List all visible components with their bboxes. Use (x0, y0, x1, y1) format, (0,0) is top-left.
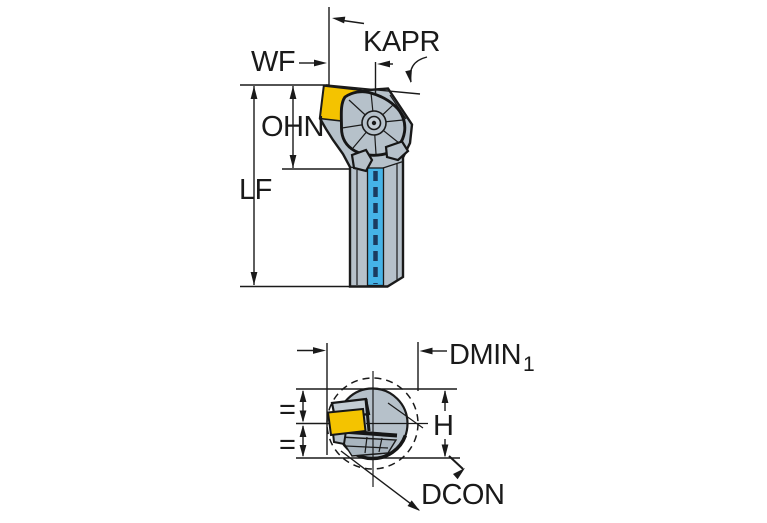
kapr-flag-arrow (377, 60, 390, 68)
label-equals-upper: = (279, 394, 295, 426)
seat-edge-thick (364, 398, 371, 432)
side-view-dimension-lines (240, 7, 351, 288)
label-dmin-subscript: 1 (523, 353, 535, 376)
h-arrow-up (441, 390, 449, 403)
center-crosshair (366, 371, 428, 487)
ohn-dimension (289, 86, 297, 168)
dcon-tick (448, 455, 464, 470)
kapr-arc-arrow (405, 69, 412, 83)
dcon-diagonal-line (340, 450, 420, 511)
dmin-arrow-right (313, 347, 326, 354)
end-view: DMIN 1 H DCON = = (279, 339, 535, 511)
h-arrow-down (441, 444, 449, 458)
lf-arrow-down (250, 272, 258, 285)
label-dcon: DCON (421, 479, 504, 511)
coolant-channel (366, 167, 385, 287)
kapr-angle-arc (409, 56, 428, 83)
clamp-mechanism (339, 90, 410, 173)
label-equals-lower: = (279, 429, 295, 461)
dmin-arrow-left (419, 347, 433, 355)
label-lf: LF (239, 174, 272, 206)
ohn-arrow-down (289, 155, 297, 168)
wf-dimension (299, 59, 327, 67)
label-wf: WF (251, 46, 295, 78)
label-kapr: KAPR (363, 26, 440, 58)
dcon-dimension (340, 450, 465, 511)
wf-arrow-right (314, 59, 327, 67)
equal-spacing-dimension (299, 390, 307, 457)
side-view: WF KAPR OHN LF (239, 7, 440, 288)
facet-line-2 (364, 436, 368, 454)
clamp-screw-center (371, 120, 377, 126)
clamp-lug-right (384, 140, 410, 162)
label-dmin: DMIN (449, 339, 521, 371)
kapr-leader-line (342, 19, 365, 25)
dmin1-dimension (297, 347, 447, 355)
toolholder-side-view (318, 84, 414, 288)
ohn-arrow-up (289, 86, 297, 99)
insert-end-view (326, 407, 367, 437)
lf-arrow-up (250, 86, 258, 99)
label-ohn: OHN (261, 111, 324, 143)
h-dimension (441, 390, 449, 458)
label-h: H (433, 410, 453, 442)
neck-line-right (382, 160, 404, 169)
facet-line-1 (345, 445, 389, 449)
kapr-leader-arrow (332, 16, 346, 24)
kapr-dimension (325, 16, 428, 95)
dcon-tick-arrow (453, 468, 465, 480)
kapr-edge-line (325, 84, 421, 95)
clamp-lug-left (350, 148, 374, 173)
lf-dimension (250, 86, 258, 285)
dcon-end-arrow (407, 500, 420, 511)
facet-line-3 (378, 437, 383, 453)
